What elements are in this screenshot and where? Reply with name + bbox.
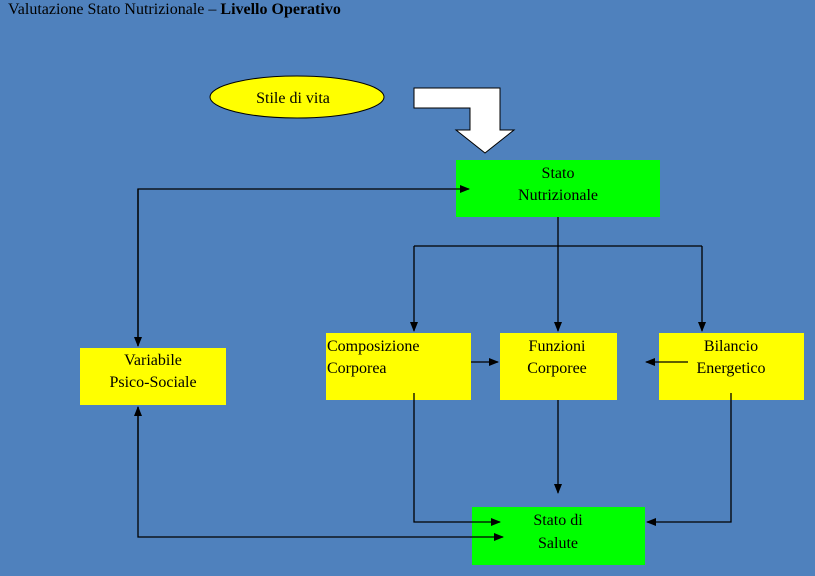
connector-variabile-to-salute — [137, 407, 504, 541]
node-variabile-psico-sociale — [80, 348, 226, 405]
node-stile-di-vita-label: Stile di vita — [256, 90, 330, 107]
node-funzioni-corporee-line2: Corporee — [527, 360, 587, 377]
node-stato-nutrizionale — [456, 160, 660, 217]
node-bilancio-energetico — [659, 333, 804, 400]
node-composizione-corporea-line2: Corporea — [327, 360, 387, 377]
node-composizione-corporea-line1: Composizione — [327, 338, 419, 355]
page-title-prefix: Valutazione Stato Nutrizionale – — [8, 1, 221, 18]
node-bilancio-energetico-line2: Energetico — [696, 360, 765, 377]
node-stato-nutrizionale-line1: Stato — [542, 165, 575, 182]
node-variabile-psico-sociale-line1: Variabile — [124, 352, 182, 369]
node-stato-di-salute-line2: Salute — [538, 535, 578, 552]
node-stato-di-salute-line1: Stato di — [533, 512, 583, 529]
node-funzioni-corporee-line1: Funzioni — [529, 338, 586, 355]
node-funzioni-corporee — [500, 333, 617, 400]
node-variabile-psico-sociale-line2: Psico-Sociale — [109, 374, 196, 391]
page-title: Valutazione Stato Nutrizionale – Livello… — [8, 1, 341, 19]
node-composizione-corporea — [326, 333, 471, 400]
page-title-emphasis: Livello Operativo — [220, 1, 341, 18]
node-stile-di-vita — [209, 75, 385, 119]
node-bilancio-energetico-line1: Bilancio — [704, 338, 758, 355]
connector-composizione-to-salute — [413, 393, 501, 526]
node-stato-nutrizionale-line2: Nutrizionale — [518, 187, 598, 204]
big-down-arrow — [413, 87, 516, 154]
connector-bilancio-to-salute — [646, 393, 732, 526]
connector-variabile-to-nutrizionale — [137, 185, 470, 346]
